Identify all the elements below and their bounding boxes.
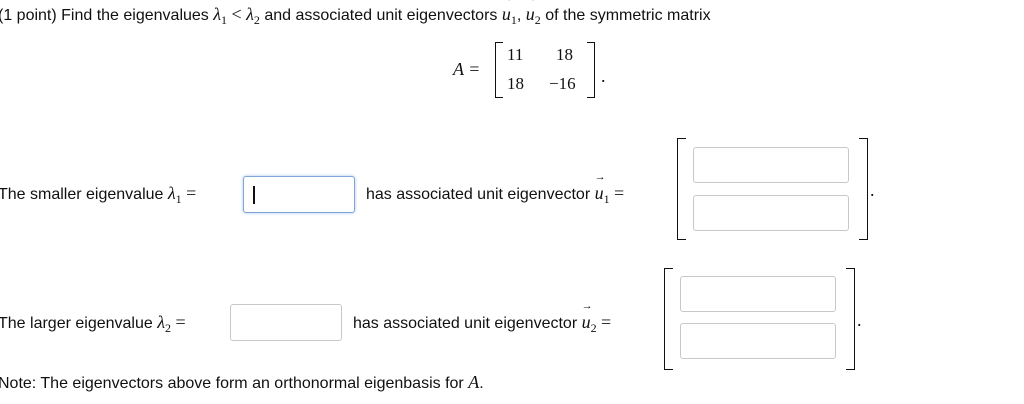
less-than-symbol: < [231, 4, 242, 24]
smaller-eigenvalue-label: The smaller eigenvalue λ1 = [0, 183, 197, 206]
note-matrix-var: A [468, 372, 480, 392]
problem-prefix: (1 point) Find the eigenvalues [0, 7, 209, 24]
smaller-eigenvector-label: has associated unit eigenvector u1 = [366, 171, 624, 206]
note-text: Note: The eigenvectors above form an ort… [0, 375, 464, 392]
matrix-cell-22: −16 [549, 74, 576, 93]
problem-suffix: of the symmetric matrix [545, 7, 711, 24]
eigenvector-1-component-2-input[interactable] [693, 195, 849, 231]
larger-eigenvector-label: has associated unit eigenvector u2 = [353, 300, 611, 335]
u-1-symbol: u1 [595, 171, 610, 206]
eigenvector-1-component-1-input[interactable] [693, 147, 849, 183]
vector-2-left-bracket [664, 268, 673, 370]
vector-2-right-bracket [846, 268, 855, 370]
matrix-A: 11 18 18 −16 [495, 42, 595, 98]
matrix-cell-11: 11 [507, 45, 524, 64]
eigenvector-2-component-1-input[interactable] [680, 276, 836, 312]
smaller-eigenvalue-input[interactable] [243, 176, 355, 213]
problem-statement: (1 point) Find the eigenvalues λ1 < λ2 a… [0, 0, 711, 27]
text-caret [253, 186, 255, 204]
matrix-name: A = [453, 59, 481, 79]
note: Note: The eigenvectors above form an ort… [0, 372, 484, 392]
lambda-2-symbol: λ2 [157, 312, 172, 335]
u-2-symbol: u2 [526, 0, 541, 27]
matrix-cell-12: 18 [556, 45, 573, 64]
matrix-period: . [601, 66, 606, 86]
matrix-cell-21: 18 [507, 74, 524, 93]
lambda-1-symbol: λ1 [213, 4, 228, 27]
u-1-symbol: u1 [502, 0, 517, 27]
u-2-symbol: u2 [582, 300, 597, 335]
vector-1-period: . [870, 180, 875, 200]
problem-middle: and associated unit eigenvectors [264, 7, 498, 24]
matrix-left-bracket [495, 42, 503, 98]
vector-2-period: . [857, 310, 862, 330]
vector-1-right-bracket [859, 138, 868, 240]
matrix-right-bracket [587, 42, 595, 98]
comma: , [516, 7, 522, 24]
larger-eigenvalue-label: The larger eigenvalue λ2 = [0, 312, 186, 335]
eigenvector-2-component-2-input[interactable] [680, 323, 836, 359]
lambda-2-symbol: λ2 [246, 4, 260, 27]
vector-1-left-bracket [677, 138, 686, 240]
larger-eigenvalue-input[interactable] [230, 304, 342, 341]
lambda-1-symbol: λ1 [167, 183, 182, 206]
